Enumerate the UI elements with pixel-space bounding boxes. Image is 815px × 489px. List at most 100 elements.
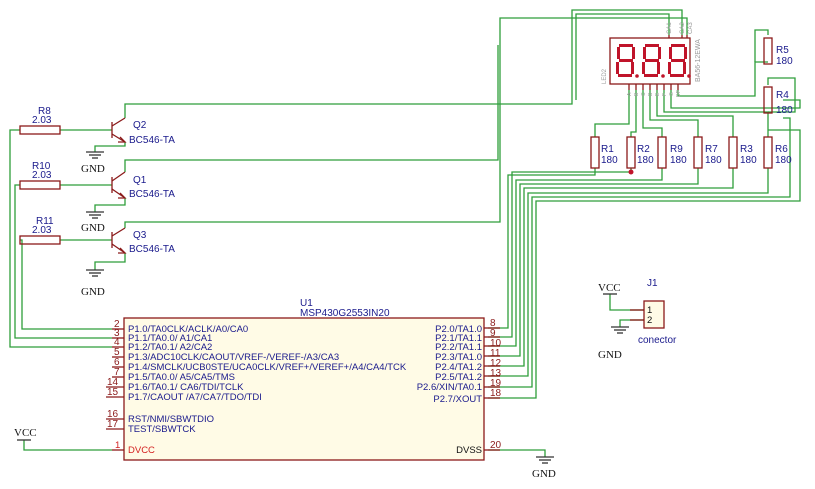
mcu-pin-7: 7 P1.5/TA0.0/ A5/CA5/TMS — [112, 367, 235, 383]
transistor-value: BC546-TA — [129, 135, 175, 146]
power-symbols: GND GND GND GND GND VCC — [14, 151, 629, 480]
resistor-value: 180 — [637, 155, 654, 166]
pin-name: P1.6/TA0.1/ CA6/TDI/TCLK — [128, 382, 244, 393]
mcu-pin-1: 1 DVCC — [112, 440, 155, 456]
pin-name: P2.5/TA1.2 — [435, 372, 482, 383]
digit-1 — [616, 44, 639, 78]
gnd-symbol-q1: GND — [81, 211, 105, 234]
resistor-value: 2.03 — [32, 115, 52, 126]
resistor-value: 180 — [705, 155, 722, 166]
gnd-label: GND — [81, 163, 105, 175]
pin-number: 17 — [107, 419, 119, 430]
resistor-r3: R3 180 — [728, 136, 757, 169]
display-pin-ca1: CA1 — [667, 22, 673, 34]
pin-name: P1.2/TA0.1/ A2/CA2 — [128, 342, 212, 353]
pin-number: 16 — [107, 409, 119, 420]
mcu-right-pins: 8 P2.0/TA1.0 9 P2.1/TA1.1 10 P2.2/TA1.1 … — [417, 318, 502, 456]
pin-name: P1.0/TA0CLK/ACLK/A0/CA0 — [128, 324, 248, 335]
pin-number: 13 — [490, 368, 502, 379]
resistor-r9: R9 180 — [657, 136, 687, 169]
pin-number: 11 — [490, 348, 501, 359]
display-pin-dp: DP — [676, 89, 682, 97]
pin-name: TEST/SBWTCK — [128, 424, 196, 435]
pin-number: 10 — [490, 338, 502, 349]
resistor-value: 2.03 — [32, 225, 52, 236]
pin-number: 9 — [490, 328, 496, 339]
pin-name: P2.2/TA1.1 — [435, 342, 482, 353]
pin-name: P2.3/TA1.0 — [435, 352, 482, 363]
resistor-ref: R10 — [32, 161, 51, 172]
gnd-symbol-q2: GND — [81, 151, 105, 175]
pin-number: 14 — [107, 377, 119, 388]
resistor-value: 180 — [670, 155, 687, 166]
mcu-pin-13: 13 P2.5/TA1.2 — [435, 368, 501, 383]
display-pin-g: G — [669, 92, 675, 96]
mcu-part: MSP430G2553IN20 — [300, 308, 390, 319]
pin-name: RST/NMI/SBWTDIO — [128, 414, 214, 425]
resistor-value: 180 — [775, 155, 792, 166]
mcu-pin-11: 11 P2.3/TA1.0 — [435, 348, 501, 363]
resistor-r4: R4 180 — [763, 86, 793, 116]
display-pin-ca2: CA2 — [680, 22, 686, 34]
display-pin-c: C — [641, 92, 647, 96]
base-resistors: R8 2.03 R10 2.03 R11 2.03 — [19, 106, 61, 245]
mcu-pin-2: 2 P1.0/TA0CLK/ACLK/A0/CA0 — [112, 319, 248, 335]
pin-name: P2.7/XOUT — [433, 394, 482, 405]
pin-number: 20 — [490, 440, 502, 451]
resistor-ref: R5 — [776, 45, 789, 56]
display-bottom-pin-labels: A B C D E F G DP — [627, 89, 682, 97]
resistor-ref: R7 — [705, 144, 718, 155]
display-pin-a: A — [627, 92, 633, 96]
transistor-value: BC546-TA — [129, 189, 175, 200]
pin-name: P1.3/ADC10CLK/CAOUT/VREF-/VEREF-/A3/CA3 — [128, 352, 339, 363]
connector-pin-1: 1 — [647, 305, 652, 316]
pin-name: P1.7/CAOUT /A7/CA7/TDO/TDI — [128, 392, 262, 403]
gnd-symbol-q3: GND — [81, 269, 105, 298]
mcu-pin-18: 18 P2.7/XOUT — [433, 388, 501, 405]
transistors: Q2 BC546-TA Q1 BC546-TA Q3 BC546-TA — [111, 117, 175, 255]
seven-segment-display: LED2 BA56-12EWA CA1 CA2 CA3 A B C D E F … — [602, 22, 702, 97]
connector-j1: J1 1 2 conector — [630, 278, 677, 346]
mcu-pin-3: 3 P1.1/TA0.0/ A1/CA1 — [112, 328, 212, 344]
gnd-label: GND — [81, 222, 105, 234]
display-pin-d: D — [648, 92, 654, 96]
transistor-ref: Q3 — [133, 230, 147, 241]
pin-number: 5 — [114, 347, 120, 358]
display-part: BA56-12EWA — [695, 39, 702, 82]
pin-number: 6 — [114, 357, 120, 368]
transistor-value: BC546-TA — [129, 244, 175, 255]
pin-number: 1 — [115, 440, 120, 451]
junction-dot — [628, 169, 634, 175]
pin-name: P2.6/XIN/TA0.1 — [417, 382, 482, 393]
pin-number: 19 — [490, 378, 502, 389]
gnd-symbol-mcu: GND — [532, 456, 556, 480]
mcu-pin-6: 6 P1.4/SMCLK/UCB0STE/UCA0CLK/VREF+/VEREF… — [112, 357, 407, 373]
resistor-value: 180 — [776, 56, 793, 67]
gnd-label: GND — [532, 468, 556, 480]
pin-number: 7 — [114, 367, 120, 378]
resistor-value: 180 — [601, 155, 618, 166]
resistor-ref: R11 — [36, 216, 54, 227]
vcc-label: VCC — [598, 282, 621, 294]
pin-number: 4 — [114, 337, 120, 348]
resistor-r1: R1 180 — [590, 136, 618, 169]
digit-3 — [668, 44, 691, 78]
mcu-u1: U1 MSP430G2553IN20 2 P1.0/TA0CLK/ACLK/A0… — [106, 298, 502, 461]
mcu-pin-9: 9 P2.1/TA1.1 — [435, 328, 500, 344]
resistor-r10: R10 2.03 — [19, 161, 61, 190]
mcu-pin-15: 15 P1.7/CAOUT /A7/CA7/TDO/TDI — [106, 387, 262, 403]
transistor-q1: Q1 BC546-TA — [111, 171, 175, 200]
resistor-value: 180 — [776, 105, 793, 116]
pin-name: P1.4/SMCLK/UCB0STE/UCA0CLK/VREF+/VEREF+/… — [128, 362, 407, 373]
mcu-pin-4: 4 P1.2/TA0.1/ A2/CA2 — [112, 337, 212, 353]
transistor-q2: Q2 BC546-TA — [111, 117, 175, 146]
mcu-pin-16: 16 RST/NMI/SBWTDIO — [106, 409, 214, 425]
resistor-r8: R8 2.03 — [19, 106, 61, 135]
resistor-value: 180 — [740, 155, 757, 166]
vcc-symbol-mcu: VCC — [14, 427, 37, 441]
display-pin-ca3: CA3 — [688, 22, 694, 34]
resistor-value: 2.03 — [32, 170, 52, 181]
pin-number: 12 — [490, 358, 502, 369]
mcu-pin-17: 17 TEST/SBWTCK — [106, 419, 196, 435]
